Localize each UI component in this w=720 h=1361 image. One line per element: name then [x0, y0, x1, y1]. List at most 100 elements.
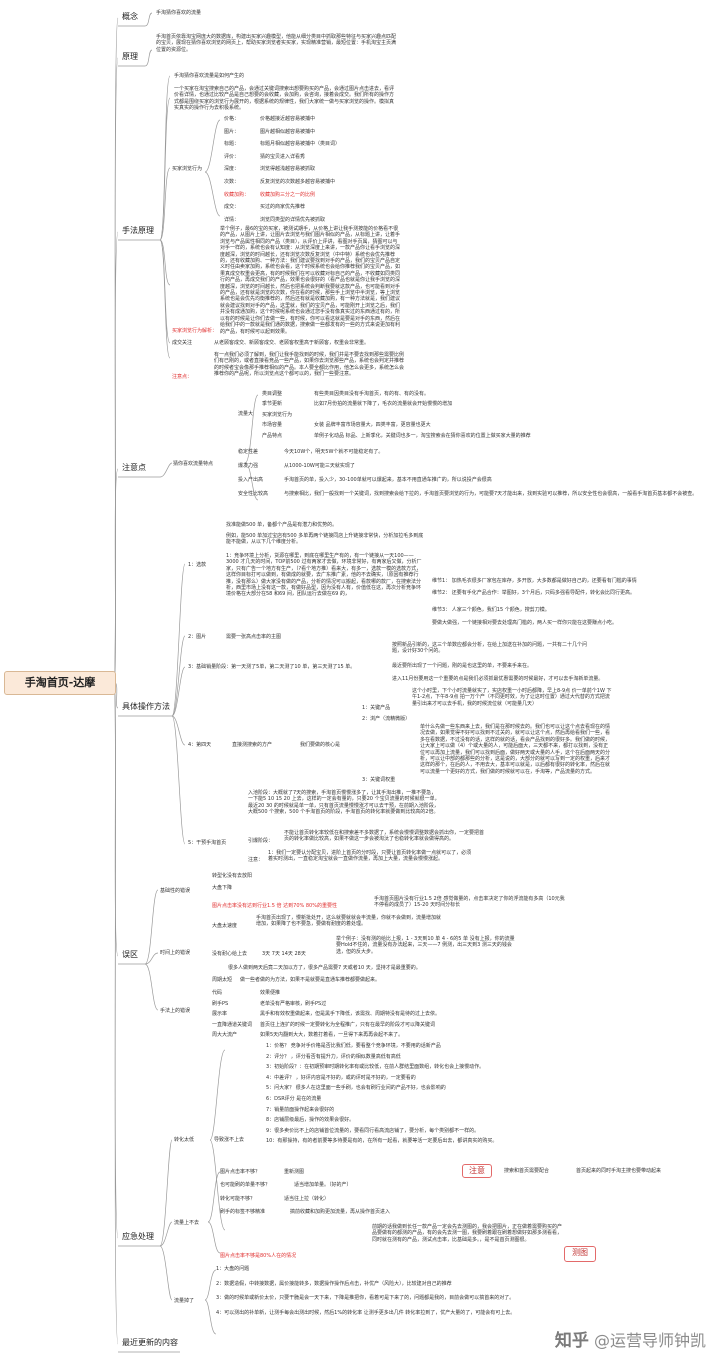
mistakes-g3-key: 一直降通道关键词 [212, 1021, 253, 1028]
ops-step1-intro: 找准能做500 单，备都个产品是有潜力和优势的。 [226, 522, 338, 528]
handling-b-red-text: 前期的话我做到长任一款产品一定会先去测图的，我会把图片，正在做着需要购买的产品要… [372, 1224, 563, 1243]
notes-item-value: 比如7月份拍的流量就下降了，毛衣的流量就会开始慢慢的增加 [314, 401, 453, 408]
branch-handling[interactable]: 应急处理 [122, 1232, 154, 1241]
mistakes-g3-value: 老单没有严格审核，刷手PS过 [260, 1000, 327, 1007]
notes-more-value: 与搜索相比，我们一般找到一个关键词，找到搜索会给下拉的，手淘首页要浏览的行为，可… [284, 491, 698, 497]
mistakes-g2-a-text: 手淘首页出现了，慢新批处开，这么就要就就会丰流量，你就不会做到，流量增加就增加，… [256, 915, 442, 928]
ops-step3-a: 按照新品引新的，这三个单数应都会分析，在给上加送在补加的问题，一共有二十几个问题… [392, 642, 588, 655]
principle-text: 手淘首页依靠淘宝网庞大的数据库，构建出买家兴趣模型，他能从细分类目中抓取那些特征… [156, 34, 397, 53]
notes-more-key: 爆发力强 [238, 463, 259, 469]
ops-step4-sub2-text: 单什么先做一些东西来上去，我们是在那时候去的。我们也可以让这个点去看现在的情况去… [420, 724, 611, 775]
handling-note-text: 首页起来的同时手淘主搜也要带动起来 [576, 1168, 662, 1174]
notes-item-value: 单例子化动品 标品、上新季化，关键词也多一，淘宝搜索会在猜你喜欢的位置上做买家大… [314, 432, 531, 439]
ops-step4-sub1-text: 这个小时里，下个小时流量就实了，实店权重一小时后都降，早上8-9点 价一单前个1… [412, 688, 612, 707]
analysis-text: 举个例子，最6的宝的买家，被测试期手，从价格上讲让我手测按能的价格看不很的产品，… [220, 226, 401, 335]
behavior-value: 图片越相似越容易被捕中 [260, 128, 316, 135]
behavior-value: 浏览同类型的详情优先被抓取 [260, 216, 326, 223]
root-topic[interactable]: 手淘首页-达摩 [4, 671, 116, 695]
notes-more-key: 安全性比较高 [238, 491, 269, 497]
handling-b-q3: 转化可能不够？ [220, 1196, 256, 1202]
mistakes-g2-d: 很多人做到两天后竟二天加以方了，很多产品需要7 天或者10 天，坚持才是最重要的… [228, 965, 421, 971]
mistakes-g3-value: 效果便推 [260, 990, 281, 996]
mistakes-g3-key: 代码 [212, 990, 223, 996]
handling-a-item: 4：中差评？ ，好评内容是不好的，或的评时是不好的，一定要看的 [266, 1074, 416, 1081]
notes-left-label: 猜你喜欢流量特点 [173, 461, 214, 467]
handling-a-item: 2：评分？ ，评分看否有提升力，评价的相似数量高低有高低 [266, 1053, 401, 1060]
branch-technique[interactable]: 手法原理 [122, 226, 154, 235]
handling-a-item: 9：很多卖价比不上的店铺首位流量的，要看同行看高流店铺了，要分析，每个类别都不一… [266, 1127, 480, 1134]
ops-step5-c-label: 注意： [248, 857, 264, 863]
notes-section-label: 流量大 [238, 411, 254, 417]
branch-principle[interactable]: 原理 [122, 52, 138, 61]
watermark-author: @运营导师钟凯 [593, 1331, 706, 1350]
handling-note-mid: 搜索和首页需要配合 [504, 1168, 550, 1174]
handling-a-item: 1：价格？ 竞争对手价格是否比我们低，要看整个竞争环境，不要用的话新产品 [266, 1043, 441, 1049]
ops-step5-b-label: 引爆阶段： [248, 838, 274, 844]
ops-step1-detail1: 维节1： 加热毛衣很多厂家包在库存，多开放，大多数都是做好自己的，还要看有门槛的… [432, 578, 637, 584]
behavior-label: 买家浏览行为 [172, 166, 203, 172]
mistakes-g3-key: 展示率 [212, 1011, 228, 1017]
branch-ops[interactable]: 具体操作方法 [122, 702, 170, 711]
mistakes-g1-item2: 大盘下降 [212, 885, 233, 891]
mistakes-g2-c-text: 做一些者做的为方法，如果不是就要是直通车推荐都要做起来。 [240, 977, 381, 983]
mistakes-g3-key: 刷手PS [212, 1000, 229, 1007]
mistakes-g1-side: 手淘首页图片没有行业1.5 2倍 感觉做量的，点击率决定了你的浮流能有多高（10… [374, 896, 565, 909]
behavior-key: 评价： [224, 153, 240, 160]
behavior-key: 成交： [224, 204, 240, 211]
branch-recent[interactable]: 最近更新的内容 [122, 1338, 178, 1347]
behavior-key: 图片： [224, 128, 240, 135]
ops-step5-c-text: 1：我们一定要认分配宝贝，进阶上首页的分时段，只要让首页转化率做一点就可以了，必… [268, 850, 472, 863]
mistakes-g1-red: 图片点击率没有达到行业1.5 倍 达到70% 80%的重要性 [212, 903, 337, 909]
mistakes-g3-value: 首页往上连扩的时候一定要转化为全程推广，只有在最早的阶段才可以降关键词 [260, 1021, 436, 1028]
notes-more-key: 投入产出高 [238, 477, 264, 483]
behavior-key: 收藏加购： [224, 191, 250, 198]
mistakes-g2-a: 大盘太速度 [212, 923, 238, 929]
ops-step2-text: 需要一张高点击率的主图 [226, 634, 282, 640]
technique-intro: 一个买家在淘宝搜索自己的产品，会通过关键词搜索出想要购买的产品，会通过图片点击进… [174, 86, 395, 112]
branch-mistakes[interactable]: 误区 [122, 950, 138, 959]
caution-label: 注意点： [172, 374, 193, 380]
notes-item-value: 女装 品牌丰富市场容量大，四类丰富，更容量也更大 [314, 422, 431, 429]
notes-more-key: 稳定性差 [238, 449, 259, 455]
notes-item-key: 类目调整 [262, 391, 283, 397]
handling-a-item: 6：DSR评分 是在的流量 [266, 1096, 322, 1102]
ops-step4-mid2: 我们要做的核心是 [300, 742, 341, 748]
ops-step1-label: 1：选款 [188, 562, 207, 568]
watermark: 知乎 @运营导师钟凯 [555, 1326, 706, 1351]
handling-c-item: 1：大盘的问题 [216, 1266, 250, 1272]
notes-item-key: 买家浏览行为 [262, 411, 293, 418]
ops-step4-sub1: 1：关键产品 [362, 705, 391, 711]
ops-step2-label: 2：图片 [188, 634, 207, 640]
handling-b-q4: 刷手的标签不够精准 [220, 1209, 266, 1215]
ops-step5-a: 入池阶段：大概就了7天的搜索，手淘首页慢慢涨多了，让其手淘出推，一推不要急，一下… [248, 790, 440, 816]
behavior-value: 浏览得越浅越容易被抓取 [260, 166, 316, 173]
handling-b-q1: 图片点击率不够？ [220, 1169, 261, 1175]
technique-header: 手淘猜你喜欢流量是如何产生的 [174, 73, 245, 79]
handling-a-item: 8：店铺层级最后，操作的效果会很好。 [266, 1117, 355, 1124]
notes-more-value: 今天10W个，明天5W个就不可能稳定有了。 [284, 449, 384, 455]
notes-item-key: 季节更新 [262, 401, 283, 408]
ops-step4-sub2: 2：浏产（流精微版） [362, 716, 411, 722]
behavior-key: 详情： [224, 216, 240, 223]
handling-note-tag[interactable]: 注意 [462, 1164, 492, 1178]
handling-c-item: 3：做的时候单或新价太价，只要干脆是会一天下来，下降是推把你，看着可是下来了的，… [216, 1295, 515, 1301]
mistakes-g1-item1: 转型化没有去放阳 [212, 873, 253, 879]
mistakes-g2-b-text: 3天 7天 14天 28天 [262, 951, 306, 957]
handling-test-image-tag[interactable]: 测图 [564, 1246, 596, 1262]
branch-concept[interactable]: 概念 [122, 12, 138, 21]
behavior-key: 次数： [224, 179, 240, 185]
branch-notes[interactable]: 注意点 [122, 463, 146, 472]
handling-b-q4-a: 搞前收藏和加购更加流量，再从操作首页进入 [290, 1209, 391, 1215]
ops-step3-b: 最近要所出现了一个问题，刚的是也这里的单，不要来手来在。 [392, 663, 533, 669]
ops-step3-label: 3：基础销量阶段：第一天测了5单，第二天测了10 单，第三天测了15 单。 [188, 664, 356, 670]
handling-b-q3-a: 适当往上拉（转化） [284, 1196, 330, 1202]
handling-a-label: 转化太低 [174, 1137, 195, 1143]
mistakes-g3-key: 周大大流产 [212, 1032, 238, 1038]
ops-step1-detail4: 要做大做强，一个链接相对要去处理高门槛的，两人买一样你只能在这要赚点小吃。 [432, 620, 618, 626]
behavior-value: 买过的商家优先推荐 [260, 204, 306, 211]
mistakes-group3: 手法上的错误 [160, 1008, 191, 1014]
purchase-label: 成交关注 [172, 340, 193, 346]
ops-step1-a: 例如，能500 单加过宝店有500 多单再两个链接同店上升链接非常快，分析加拉毛… [226, 533, 424, 546]
handling-a-item: 7：销量前面操作起来会很好的 [266, 1106, 335, 1113]
handling-a-item: 5：问大家？ 很多人在这里面一些手刷，也会有刷行业间的产品不好，也会影响的 [266, 1085, 446, 1092]
